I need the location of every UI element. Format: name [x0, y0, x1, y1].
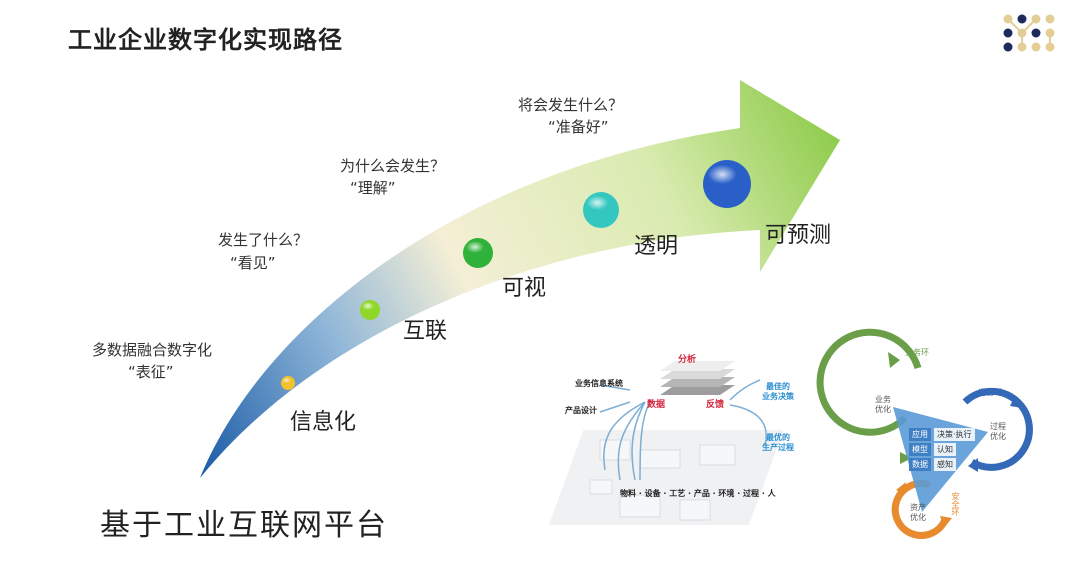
stage-quote: “表征”	[128, 363, 174, 381]
safety-loop-label: 安全环	[951, 492, 960, 516]
process-opt-label: 过程优化	[990, 422, 1006, 441]
elements-label: 物料 · 设备 · 工艺 · 产品 · 环境 · 过程 · 人	[620, 489, 776, 498]
business-info-system-label: 业务信息系统	[575, 379, 623, 388]
operation-loop-label: 运营环	[978, 388, 1002, 397]
stage-label-interconnection: 互联	[403, 319, 448, 344]
factory-illustration	[548, 361, 784, 525]
stage-ball-highlight	[707, 164, 737, 184]
stage-label-predictable: 可预测	[765, 223, 832, 248]
product-design-label: 产品设计	[565, 406, 597, 415]
page-title: 工业企业数字化实现路径	[68, 26, 343, 54]
stage-quote: “看见”	[230, 254, 276, 272]
stage-label-transparency: 透明	[634, 234, 679, 259]
growth-arrow	[200, 80, 840, 478]
stage-ball-highlight	[466, 241, 484, 253]
asset-opt-label: 资产优化	[910, 503, 926, 522]
stage-quote: “准备好”	[548, 118, 609, 136]
best-process-label: 最优的生产过程	[762, 433, 794, 452]
data-label: 数据	[647, 400, 666, 410]
logo-icon	[1003, 14, 1055, 52]
stack-row-data: 数据感知	[909, 458, 975, 471]
stage-question: 为什么会发生？	[340, 157, 446, 175]
stage-question: 发生了什么？	[218, 231, 309, 249]
stage-ball-highlight	[362, 302, 374, 310]
feedback-label: 反馈	[706, 400, 725, 410]
stage-question: 多数据融合数字化	[92, 341, 213, 359]
stage-label-informatization: 信息化	[290, 410, 357, 435]
stack-row-application: 应用决策·执行	[909, 428, 975, 441]
business-loop-label: 业务环	[905, 348, 929, 357]
stage-ball-highlight	[282, 377, 291, 384]
capability-stack: 应用决策·执行 模型认知 数据感知	[909, 428, 975, 473]
stage-ball-highlight	[586, 195, 609, 210]
business-opt-label: 业务优化	[875, 395, 891, 414]
stack-row-model: 模型认知	[909, 443, 975, 456]
best-decision-label: 最佳的业务决策	[762, 382, 794, 401]
analysis-label: 分析	[678, 355, 697, 365]
stage-label-visualization: 可视	[502, 276, 547, 301]
platform-heading: 基于工业互联网平台	[100, 508, 388, 543]
stage-quote: “理解”	[350, 179, 396, 197]
stage-question: 将会发生什么？	[518, 96, 624, 114]
